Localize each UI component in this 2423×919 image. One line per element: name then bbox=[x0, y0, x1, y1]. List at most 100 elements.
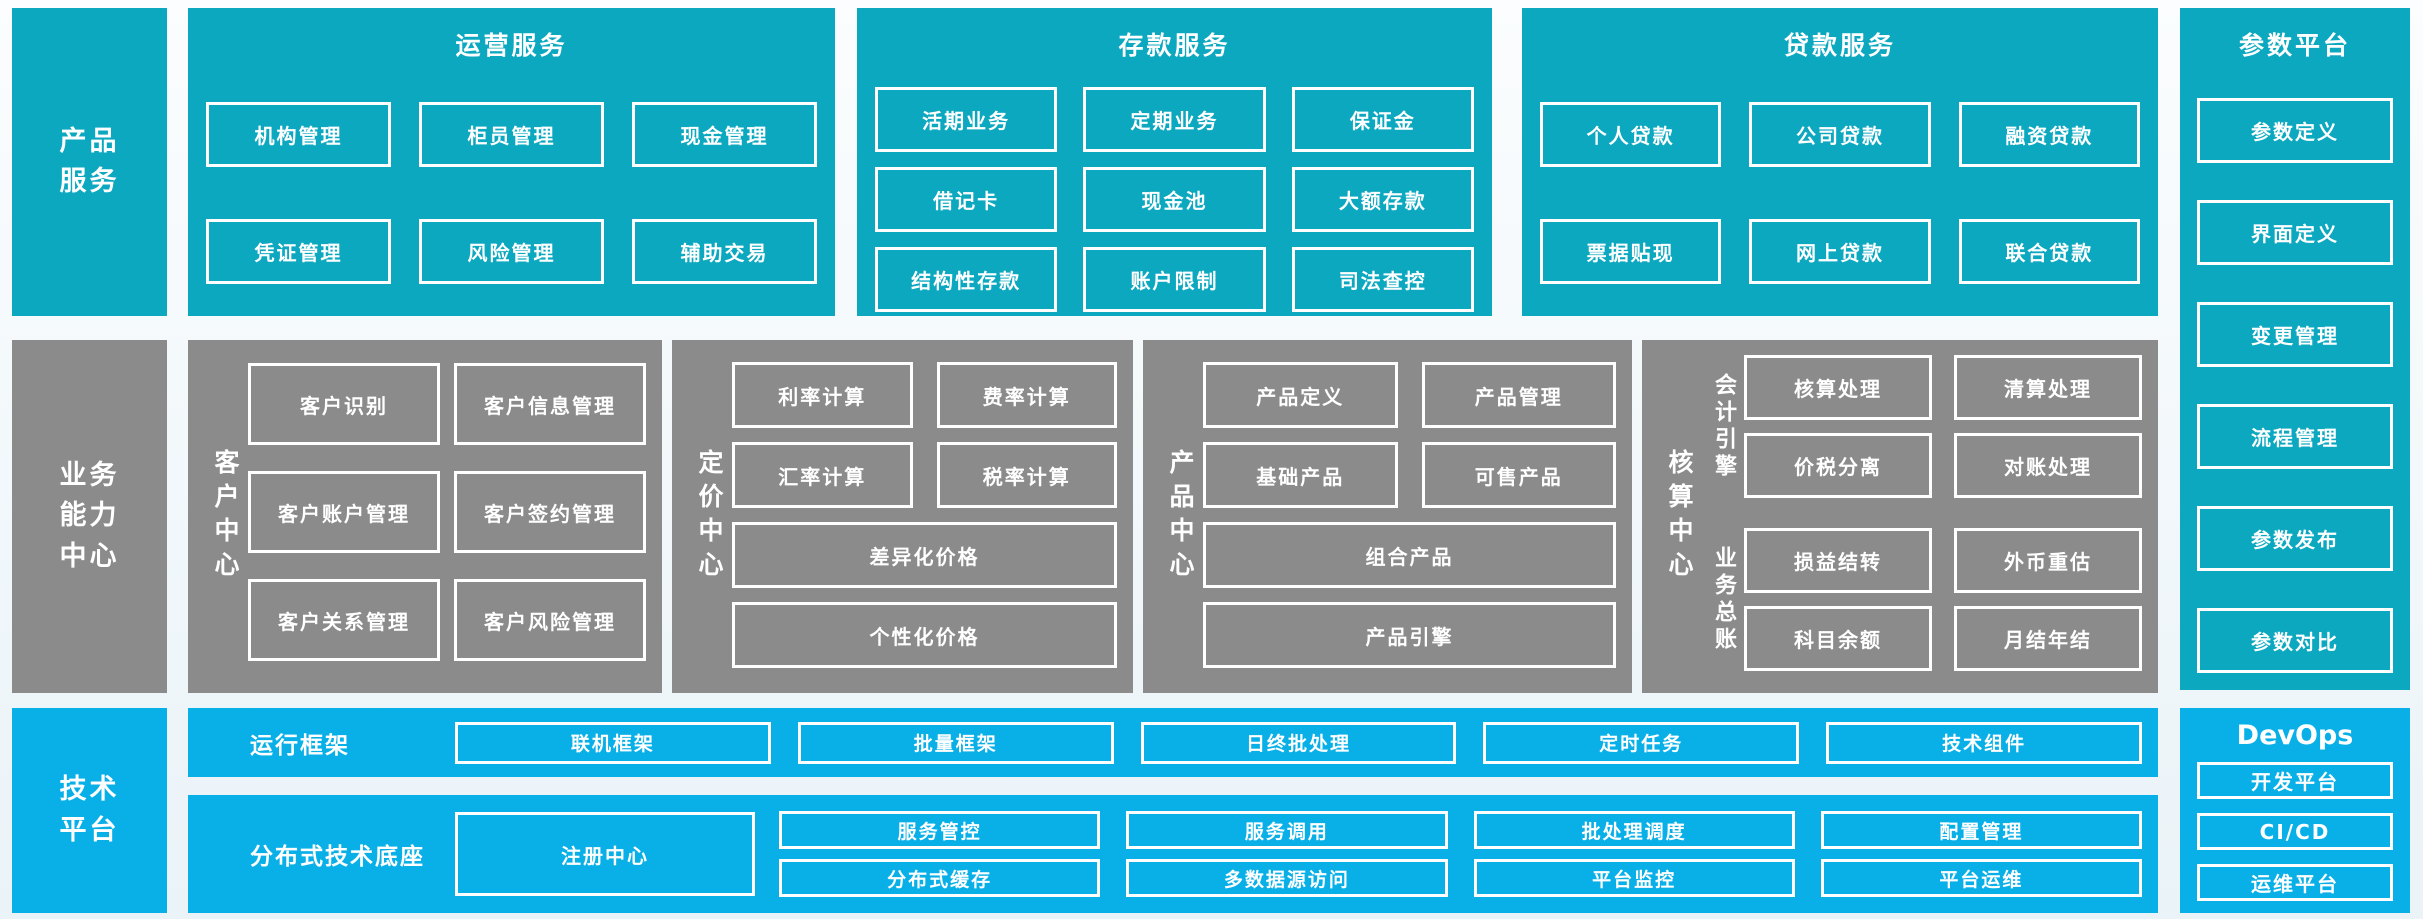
loan-grid: 个人贷款 公司贷款 融资贷款 票据贴现 网上贷款 联合贷款 bbox=[1522, 62, 2158, 284]
param-box: 流程管理 bbox=[2197, 404, 2393, 469]
parameter-list: 参数定义 界面定义 变更管理 流程管理 参数发布 参数对比 bbox=[2180, 62, 2410, 673]
accounting-engine-label: 会计引擎 bbox=[1711, 372, 1736, 481]
devops-box: CI/CD bbox=[2197, 813, 2393, 850]
deposit-box: 定期业务 bbox=[1083, 87, 1266, 152]
loan-box: 个人贷款 bbox=[1540, 102, 1722, 167]
section-title: 运营服务 bbox=[455, 31, 568, 60]
band-runtime-framework: 运行框架 联机框架 批量框架 日终批处理 定时任务 技术组件 bbox=[188, 708, 2158, 777]
customer-center-label: 客户中心 bbox=[211, 448, 240, 585]
loan-box: 网上贷款 bbox=[1749, 219, 1931, 284]
rail-product-services-label: 产品 服务 bbox=[59, 125, 120, 198]
customer-box: 客户签约管理 bbox=[454, 471, 646, 553]
deposit-box: 账户限制 bbox=[1083, 247, 1266, 312]
infra-box: 平台监控 bbox=[1473, 859, 1795, 897]
runtime-box: 联机框架 bbox=[455, 721, 771, 764]
product-box: 产品定义 bbox=[1203, 362, 1398, 428]
section-product-center: 产品中心 产品定义 产品管理 基础产品 可售产品 组合产品 产品引擎 bbox=[1143, 340, 1632, 693]
section-title: 存款服务 bbox=[1118, 31, 1231, 60]
infra-box: 配置管理 bbox=[1820, 811, 2142, 849]
product-box: 基础产品 bbox=[1203, 442, 1398, 508]
section-deposit-services: 存款服务 活期业务 定期业务 保证金 借记卡 现金池 大额存款 结构性存款 账户… bbox=[857, 8, 1492, 316]
rail-tech-platform-label: 技术 平台 bbox=[59, 774, 120, 846]
operations-box: 风险管理 bbox=[419, 219, 604, 284]
product-center-label: 产品中心 bbox=[1166, 448, 1195, 585]
deposit-box: 保证金 bbox=[1291, 87, 1474, 152]
accounting-box: 核算处理 bbox=[1744, 355, 1932, 420]
pricing-center-label: 定价中心 bbox=[695, 448, 724, 585]
runtime-box: 定时任务 bbox=[1483, 721, 1800, 764]
section-title: 参数平台 bbox=[2238, 31, 2351, 60]
section-parameter-platform: 参数平台 参数定义 界面定义 变更管理 流程管理 参数发布 参数对比 bbox=[2180, 8, 2410, 690]
accounting-box: 清算处理 bbox=[1954, 355, 2142, 420]
pricing-box: 利率计算 bbox=[732, 362, 913, 428]
param-box: 变更管理 bbox=[2197, 302, 2393, 367]
pricing-box: 差异化价格 bbox=[732, 522, 1117, 588]
section-devops: DevOps 开发平台 CI/CD 运维平台 bbox=[2180, 708, 2410, 913]
loan-box: 公司贷款 bbox=[1749, 102, 1931, 167]
accounting-box: 价税分离 bbox=[1744, 433, 1932, 498]
accounting-group-engine: 会计引擎 核算处理 清算处理 价税分离 对账处理 bbox=[1702, 355, 2142, 498]
deposit-box: 活期业务 bbox=[875, 87, 1058, 152]
devops-list: 开发平台 CI/CD 运维平台 bbox=[2180, 751, 2410, 901]
pricing-box: 个性化价格 bbox=[732, 602, 1117, 668]
operations-box: 柜员管理 bbox=[419, 102, 604, 167]
infra-box: 服务管控 bbox=[779, 811, 1101, 849]
accounting-box: 科目余额 bbox=[1744, 606, 1932, 671]
accounting-center-label: 核算中心 bbox=[1665, 448, 1694, 585]
operations-grid: 机构管理 柜员管理 现金管理 凭证管理 风险管理 辅助交易 bbox=[188, 62, 835, 284]
loan-box: 联合贷款 bbox=[1958, 219, 2140, 284]
param-box: 参数发布 bbox=[2197, 506, 2393, 571]
product-box: 产品引擎 bbox=[1203, 602, 1616, 668]
infra-box: 分布式缓存 bbox=[779, 859, 1101, 897]
product-box: 组合产品 bbox=[1203, 522, 1616, 588]
section-customer-center: 客户中心 客户识别 客户信息管理 客户账户管理 客户签约管理 客户关系管理 客户… bbox=[188, 340, 662, 693]
customer-box: 客户风险管理 bbox=[454, 579, 646, 661]
infra-box: 批处理调度 bbox=[1473, 811, 1795, 849]
section-pricing-center: 定价中心 利率计算 费率计算 汇率计算 税率计算 差异化价格 个性化价格 bbox=[672, 340, 1133, 693]
runtime-box: 技术组件 bbox=[1826, 721, 2142, 764]
param-box: 界面定义 bbox=[2197, 200, 2393, 265]
runtime-box: 日终批处理 bbox=[1140, 721, 1457, 764]
deposit-box: 借记卡 bbox=[875, 167, 1058, 232]
infra-box: 服务调用 bbox=[1126, 811, 1448, 849]
product-box: 产品管理 bbox=[1421, 362, 1616, 428]
operations-box: 现金管理 bbox=[632, 102, 817, 167]
section-loan-services: 贷款服务 个人贷款 公司贷款 融资贷款 票据贴现 网上贷款 联合贷款 bbox=[1522, 8, 2158, 316]
deposit-box: 大额存款 bbox=[1291, 167, 1474, 232]
pricing-box: 汇率计算 bbox=[732, 442, 913, 508]
business-ledger-label: 业务总账 bbox=[1711, 545, 1736, 654]
registry-center-box: 注册中心 bbox=[455, 812, 755, 896]
pricing-box: 费率计算 bbox=[936, 362, 1117, 428]
pricing-grid: 利率计算 费率计算 汇率计算 税率计算 差异化价格 个性化价格 bbox=[732, 340, 1117, 693]
accounting-box: 对账处理 bbox=[1954, 433, 2142, 498]
operations-box: 机构管理 bbox=[206, 102, 391, 167]
param-box: 参数定义 bbox=[2197, 98, 2393, 163]
rail-tech-platform: 技术 平台 bbox=[12, 708, 167, 913]
section-accounting-center: 核算中心 会计引擎 核算处理 清算处理 价税分离 对账处理 业务总账 损益结转 … bbox=[1642, 340, 2158, 693]
customer-box: 客户信息管理 bbox=[454, 363, 646, 445]
infra-box: 平台运维 bbox=[1820, 859, 2142, 897]
section-operations-services: 运营服务 机构管理 柜员管理 现金管理 凭证管理 风险管理 辅助交易 bbox=[188, 8, 835, 316]
deposit-grid: 活期业务 定期业务 保证金 借记卡 现金池 大额存款 结构性存款 账户限制 司法… bbox=[857, 62, 1492, 312]
customer-grid: 客户识别 客户信息管理 客户账户管理 客户签约管理 客户关系管理 客户风险管理 bbox=[248, 340, 646, 693]
customer-box: 客户关系管理 bbox=[248, 579, 440, 661]
rail-product-services: 产品 服务 bbox=[12, 8, 167, 316]
runtime-boxes: 联机框架 批量框架 日终批处理 定时任务 技术组件 bbox=[455, 721, 2142, 764]
runtime-box: 批量框架 bbox=[797, 721, 1114, 764]
operations-box: 凭证管理 bbox=[206, 219, 391, 284]
param-box: 参数对比 bbox=[2197, 608, 2393, 673]
accounting-group-ledger: 业务总账 损益结转 外币重估 科目余额 月结年结 bbox=[1702, 528, 2142, 671]
accounting-box: 损益结转 bbox=[1744, 528, 1932, 593]
operations-box: 辅助交易 bbox=[632, 219, 817, 284]
deposit-box: 结构性存款 bbox=[875, 247, 1058, 312]
loan-box: 票据贴现 bbox=[1540, 219, 1722, 284]
pricing-box: 税率计算 bbox=[936, 442, 1117, 508]
distributed-tech-base-label: 分布式技术底座 bbox=[250, 844, 425, 870]
devops-title: DevOps bbox=[2236, 720, 2354, 751]
accounting-engine-grid: 核算处理 清算处理 价税分离 对账处理 bbox=[1744, 355, 2142, 498]
runtime-framework-label: 运行框架 bbox=[250, 732, 350, 759]
devops-box: 运维平台 bbox=[2197, 864, 2393, 901]
business-ledger-grid: 损益结转 外币重估 科目余额 月结年结 bbox=[1744, 528, 2142, 671]
deposit-box: 现金池 bbox=[1083, 167, 1266, 232]
